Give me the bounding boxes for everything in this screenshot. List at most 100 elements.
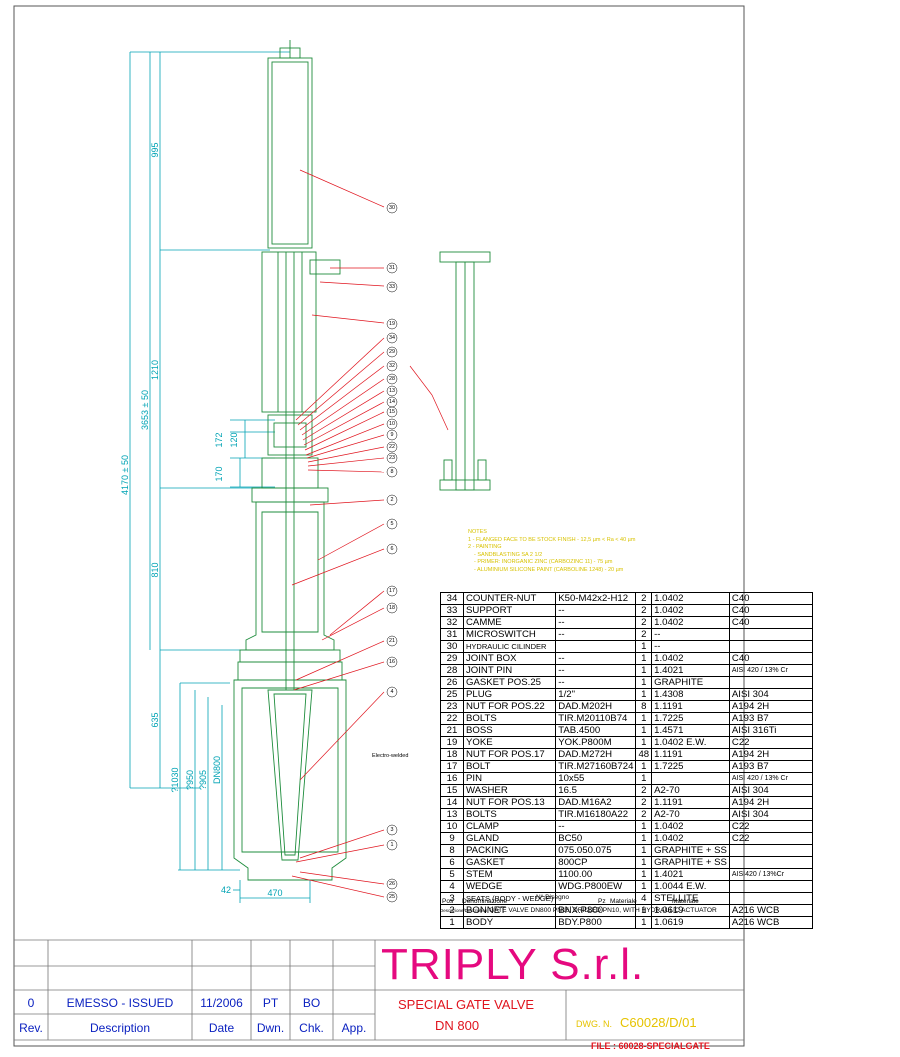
dim-dn800: DN800 [212, 756, 222, 784]
bom-material-code: 1.0402 [651, 592, 730, 605]
bom-material-code: A2-70 [651, 784, 730, 797]
bom-material-code: 1.1191 [651, 796, 730, 809]
bom-material-code: 1.0044 E.W. [651, 880, 730, 893]
bom-material: AISI 420 / 13% Cr [728, 772, 813, 785]
dim-1030: ?1030 [170, 767, 180, 792]
bom-qty: 1 [635, 676, 653, 689]
bom-material-code: A2-70 [651, 808, 730, 821]
bom-qty: 2 [635, 592, 653, 605]
bom-material: C22 [728, 820, 813, 833]
bom-description: Descrizione/Description GATE VALVE DN800… [440, 907, 717, 914]
bom-pos: 29 [440, 652, 464, 665]
file-reference: FILE : 60028-SPECIALGATE [591, 1041, 710, 1051]
dim-950: ?950 [185, 770, 195, 790]
callout-2: 2 [391, 497, 394, 503]
bom-qty: 1 [635, 688, 653, 701]
bom-denominazione: NUT FOR POS.22 [462, 700, 557, 713]
bom-material [728, 628, 813, 641]
bom-denominazione: MICROSWITCH [462, 628, 557, 641]
header-description: Description [89, 1021, 151, 1035]
callout-1: 1 [391, 842, 394, 848]
callout-31: 31 [389, 265, 395, 271]
bom-qty: 1 [635, 916, 653, 929]
bom-drawing-no: BDY.P800 [555, 916, 637, 929]
bom-pos: 10 [440, 820, 464, 833]
bom-drawing-no: -- [555, 676, 637, 689]
header-app: App. [341, 1021, 367, 1035]
bom-material-code: 1.1191 [651, 748, 730, 761]
bom-denominazione: HYDRAULIC CILINDER [462, 640, 557, 653]
callout-32: 32 [389, 363, 395, 369]
bom-header-disegno: N° Disegno [536, 894, 569, 901]
bom-material: C40 [728, 652, 813, 665]
bom-material-code: 1.7225 [651, 712, 730, 725]
callout-23: 23 [389, 455, 395, 461]
bom-drawing-no: K50-M42x2-H12 [555, 592, 637, 605]
callout-balloons [386, 202, 398, 903]
bom-drawing-no: WDG.P800EW [555, 880, 637, 893]
bom-description-label: Descrizione/Description [440, 908, 488, 913]
bom-material-code: 1.0402 [651, 652, 730, 665]
bom-pos: 25 [440, 688, 464, 701]
bom-material-code: 1.1191 [651, 700, 730, 713]
bom-pos: 4 [440, 880, 464, 893]
callout-15: 15 [389, 409, 395, 415]
bom-header-materiale2: Materiale [672, 898, 699, 905]
bom-drawing-no: TIR.M27160B724 [555, 760, 637, 773]
callout-13: 13 [389, 388, 395, 394]
bom-qty: 48 [635, 748, 653, 761]
dwg-number: C60028/D/01 [620, 1015, 697, 1030]
bom-material-code: 1.0402 [651, 604, 730, 617]
bom-material: A193 B7 [728, 712, 813, 725]
callout-22: 22 [389, 444, 395, 450]
bom-pos: 15 [440, 784, 464, 797]
leader-lines [291, 169, 449, 898]
bom-description-text: GATE VALVE DN800 PN16, DRILLED PN10, WIT… [489, 907, 717, 914]
bom-denominazione: BOSS [462, 724, 557, 737]
dim-905: ?905 [198, 770, 208, 790]
dim-470: 470 [267, 888, 282, 898]
bom-drawing-no: -- [555, 628, 637, 641]
bom-qty: 1 [635, 724, 653, 737]
bom-header-denominazione: Denominazione [462, 898, 508, 905]
bom-material: AISI 304 [728, 784, 813, 797]
callout-8: 8 [391, 469, 394, 475]
bom-denominazione: BOLT [462, 760, 557, 773]
bom-material-code: GRAPHITE + SS [651, 856, 730, 869]
bom-drawing-no: TIR.M20110B74 [555, 712, 637, 725]
bom-material: AISI 304 [728, 808, 813, 821]
bom-denominazione: PIN [462, 772, 557, 785]
dim-1210: 1210 [150, 360, 160, 380]
bom-pos: 16 [440, 772, 464, 785]
bom-pos: 9 [440, 832, 464, 845]
callout-3: 3 [391, 827, 394, 833]
company-name: TRIPLY S.r.l. [381, 940, 645, 989]
bom-qty: 2 [635, 808, 653, 821]
rev-value: 0 [27, 996, 35, 1010]
bom-denominazione: GASKET POS.25 [462, 676, 557, 689]
bom-material-code: -- [651, 628, 730, 641]
bom-material [728, 880, 813, 893]
callout-25: 25 [389, 894, 395, 900]
bom-qty: 2 [635, 796, 653, 809]
bom-header-pos: Pos [442, 898, 454, 905]
bom-drawing-no: 10x55 [555, 772, 637, 785]
checked-by: BO [302, 996, 321, 1010]
bom-material: A194 2H [728, 700, 813, 713]
bom-material: AISI 304 [728, 688, 813, 701]
bom-denominazione: PACKING [462, 844, 557, 857]
bom-drawing-no: -- [555, 664, 637, 677]
bom-pos: 31 [440, 628, 464, 641]
bom-material-code [651, 772, 730, 785]
bom-pos: 13 [440, 808, 464, 821]
